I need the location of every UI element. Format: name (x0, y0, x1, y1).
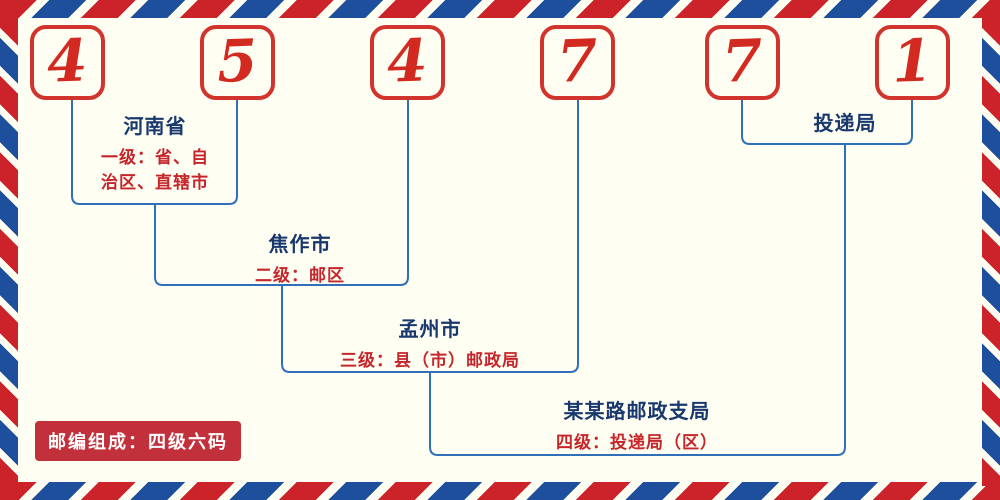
label-desc: 三级：县（市）邮政局 (340, 351, 520, 370)
connector-delivery-office (741, 99, 913, 145)
label-level2-district: 焦作市 二级：邮区 (255, 228, 345, 289)
label-desc: 四级：投递局（区） (556, 433, 718, 452)
label-desc: 二级：邮区 (255, 266, 345, 285)
connector-level4 (429, 143, 846, 456)
label-title: 孟州市 (398, 319, 462, 341)
digit-5: 7 (721, 25, 764, 96)
label-delivery-office: 投递局 (814, 107, 877, 136)
digit-box-6: 1 (875, 25, 950, 100)
digit-box-3: 4 (370, 25, 445, 100)
label-level4-branch: 某某路邮政支局 四级：投递局（区） (556, 395, 718, 456)
digit-2: 5 (216, 25, 259, 96)
label-desc: 一级：省、自 治区、直辖市 (101, 148, 209, 192)
digit-box-5: 7 (705, 25, 780, 100)
digit-6: 1 (891, 25, 934, 96)
digit-box-2: 5 (200, 25, 275, 100)
label-title: 投递局 (813, 113, 877, 135)
composition-badge: 邮编组成：四级六码 (35, 421, 241, 461)
digit-3: 4 (386, 25, 429, 96)
digit-1: 4 (46, 25, 89, 96)
label-level3-county: 孟州市 三级：县（市）邮政局 (340, 313, 520, 374)
label-title: 河南省 (123, 116, 187, 138)
digit-box-1: 4 (30, 25, 105, 100)
label-title: 焦作市 (268, 234, 332, 256)
digit-4: 7 (556, 25, 599, 96)
digit-box-4: 7 (540, 25, 615, 100)
label-title: 某某路邮政支局 (563, 401, 711, 423)
label-level1-province: 河南省 一级：省、自 治区、直辖市 (101, 110, 209, 195)
